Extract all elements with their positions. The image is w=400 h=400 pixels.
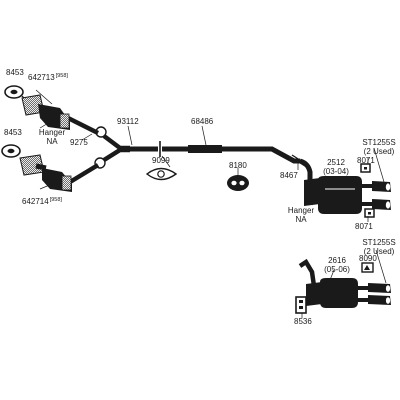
label-2512: 2512(03-04) (320, 158, 352, 176)
label-st1255s-top-note: (2 Used) (363, 147, 395, 156)
lower-converter-assembly (1, 144, 130, 192)
label-8453-top: 8453 (6, 68, 24, 77)
label-8071-bottom: 8071 (355, 222, 373, 231)
tip-st1255s-upper-b-icon (372, 199, 391, 210)
gasket-9275-upper-icon (95, 126, 107, 138)
label-st1255s-top-part: ST1255S (362, 138, 396, 147)
label-642714-number: 642714 (22, 197, 49, 206)
y-pipe-93112 (128, 141, 188, 157)
bracket-8536-icon (295, 296, 307, 314)
hanger-8071-top-icon (360, 163, 371, 173)
label-8453-bottom: 8453 (4, 128, 22, 137)
muffler-2512-body (318, 176, 362, 214)
hanger-8071-bottom-icon (364, 208, 375, 218)
label-9275: 9275 (70, 138, 88, 147)
label-st1255s-bottom-part: ST1255S (362, 238, 396, 247)
gasket-9275-lower-icon (94, 157, 106, 169)
label-642714: 642714[958] (22, 197, 62, 206)
muffler-2616-body (320, 278, 358, 308)
label-2616-years: (05-06) (324, 265, 350, 274)
muffler-2512-assembly (304, 147, 391, 222)
label-8071-top: 8071 (357, 156, 375, 165)
gasket-8453-upper-icon (4, 85, 24, 99)
label-9099: 9099 (152, 156, 170, 165)
tip-st1255s-lower-a-icon (368, 283, 391, 293)
label-642713-number: 642713 (28, 73, 55, 82)
gasket-9099-icon (145, 167, 178, 181)
clamp-8467-icon (291, 154, 309, 169)
hanger-8090-icon (361, 262, 374, 273)
label-8180: 8180 (229, 161, 247, 170)
hanger-8180-icon (227, 175, 249, 191)
label-93112: 93112 (117, 117, 139, 126)
tip-st1255s-upper-a-icon (372, 181, 391, 192)
label-st1255s-bottom-note: (2 Used) (363, 247, 395, 256)
label-642713-note: [958] (55, 73, 68, 79)
tip-st1255s-lower-b-icon (368, 295, 391, 305)
label-8090: 8090 (359, 254, 377, 263)
label-2616: 2616(05-06) (321, 256, 353, 274)
label-2512-number: 2512 (327, 158, 345, 167)
label-8467: 8467 (280, 171, 298, 180)
label-68486: 68486 (191, 117, 214, 126)
label-st1255s-bottom: ST1255S(2 Used) (358, 238, 400, 256)
label-hanger-left-line2: NA (46, 137, 58, 146)
muffler-2616-assembly (295, 249, 391, 314)
label-hanger-left-line1: Hanger (38, 128, 66, 137)
leader-lines (35, 89, 335, 318)
label-8536: 8536 (294, 317, 312, 326)
label-642713: 642713[958] (28, 73, 68, 82)
label-hanger-right-line1: Hanger (287, 206, 315, 215)
label-hanger-right-line2: NA (295, 215, 307, 224)
label-642714-note: [958] (49, 197, 62, 203)
gasket-8453-lower-icon (1, 144, 21, 158)
label-st1255s-top: ST1255S(2 Used) (358, 138, 400, 156)
label-2512-years: (03-04) (323, 167, 349, 176)
label-2616-number: 2616 (328, 256, 346, 265)
